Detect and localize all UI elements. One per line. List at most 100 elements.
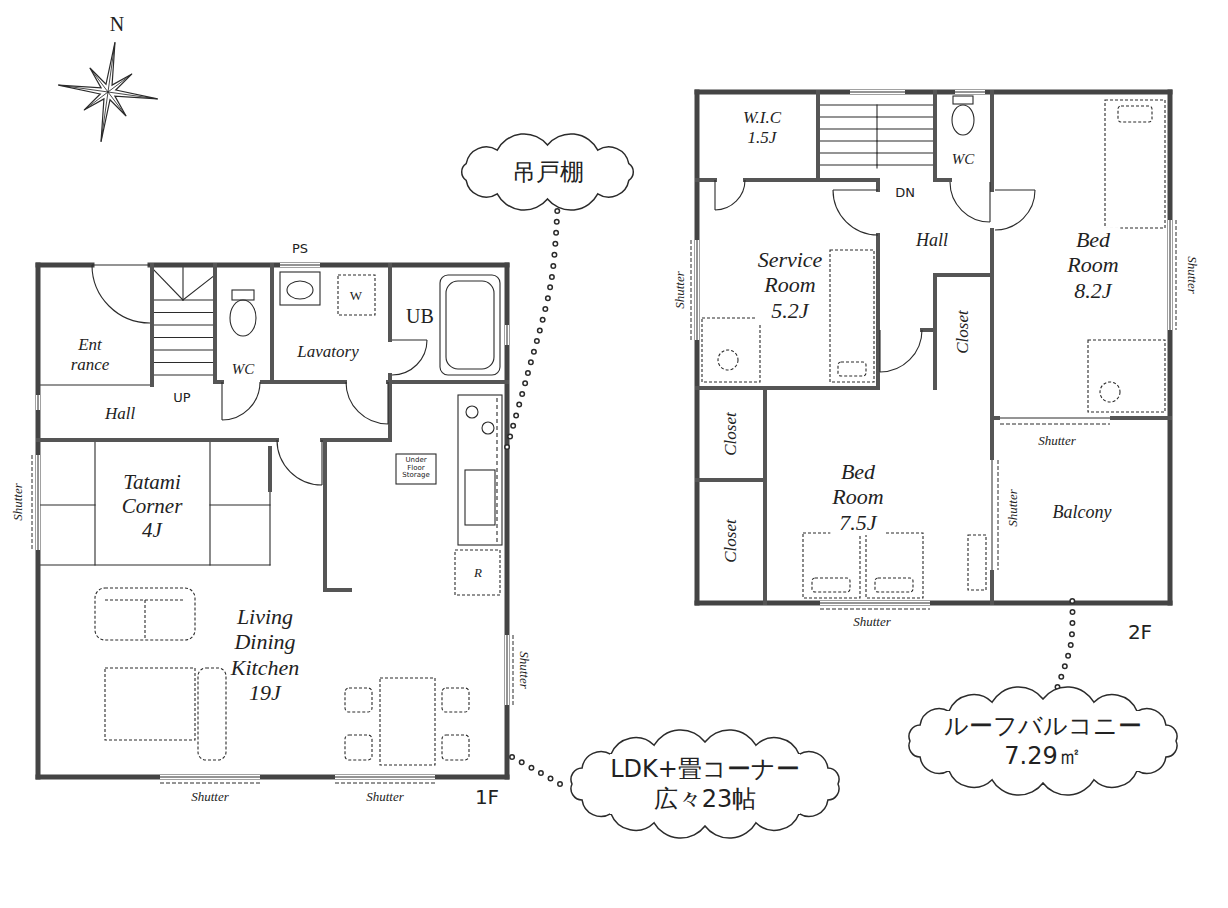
inner-wall (388, 265, 392, 340)
door-swing (880, 330, 922, 372)
window-opening (160, 775, 260, 779)
plan-label: Shutter (673, 270, 687, 310)
furniture-outline (455, 550, 500, 595)
window-glass (955, 92, 985, 93)
shutter-line (691, 240, 692, 340)
room-name: Closet (721, 410, 741, 457)
room-name: Bed Room 7.5J (830, 459, 885, 535)
inner-wall (38, 438, 277, 442)
fixture-round (466, 406, 478, 418)
room-area: Tatami Corner 4J (40, 442, 268, 563)
outer-wall (505, 265, 510, 777)
fixture (446, 281, 494, 369)
plan-label: Shutter (365, 790, 405, 804)
window-glass (160, 777, 260, 778)
fixture (440, 275, 500, 375)
callout-text: ルーフバルコニー 7.29㎡ (944, 711, 1142, 771)
inner-wall (322, 438, 390, 442)
room-name: Ent rance (69, 335, 112, 374)
inner-wall (876, 180, 880, 190)
leader-dots (505, 753, 560, 784)
stair-line (269, 490, 270, 565)
plan-label: Shutter (1037, 434, 1077, 448)
outer-wall (695, 92, 700, 603)
room-name: Tatami Corner 4J (120, 470, 185, 542)
furniture-outline (838, 362, 866, 376)
plan-label: Shutter (1006, 488, 1020, 528)
furniture-outline (442, 688, 469, 712)
inner-wall (268, 448, 272, 490)
furniture-outline (338, 275, 375, 315)
shutter-line (160, 783, 260, 784)
fixture-round (230, 300, 256, 336)
compass-ray (84, 68, 131, 115)
window-glass (38, 455, 39, 550)
inner-wall (262, 380, 345, 384)
window-glass (1000, 418, 1110, 419)
cloud-path (571, 730, 839, 838)
stair-line (152, 268, 183, 300)
stair-line (38, 384, 152, 385)
shutter-line (820, 609, 930, 610)
wall-cabinet-line (496, 398, 497, 542)
inner-wall (745, 178, 818, 182)
stair-line (877, 116, 935, 117)
window-opening (505, 635, 509, 705)
shutter-line (1000, 424, 1110, 425)
door-swing (222, 382, 260, 420)
leader-dot-ring (505, 211, 557, 454)
callout-cloud: ルーフバルコニー 7.29㎡ (898, 687, 1188, 795)
fixture-round (287, 281, 313, 299)
stair-line (820, 116, 877, 117)
inner-wall (213, 265, 217, 382)
door-swing (995, 190, 1035, 230)
fixture-round (952, 105, 974, 135)
inner-wall (818, 178, 878, 182)
furniture-outline (875, 578, 913, 592)
plan-label: UP (172, 391, 191, 405)
stair-line (877, 140, 935, 141)
window-opening (850, 90, 905, 94)
furniture-outline (442, 735, 469, 760)
room-name: Closet (953, 308, 973, 355)
fixture (465, 470, 495, 525)
room-area: Bed Room 8.2J (994, 94, 1168, 416)
furniture-outline (105, 668, 195, 740)
furniture-outline (198, 668, 226, 760)
furniture-outline (345, 688, 372, 712)
window-glass (850, 92, 905, 93)
window-opening (505, 325, 509, 345)
plan-label: N (109, 13, 125, 35)
callout-cloud: 吊戸棚 (450, 133, 645, 211)
window-opening (36, 455, 40, 550)
window-opening (1168, 220, 1172, 330)
inner-wall (150, 265, 154, 385)
furniture-outline (830, 250, 874, 382)
window-opening (335, 775, 435, 779)
room-name: Hall (914, 230, 950, 251)
stair-line (38, 504, 95, 505)
door-swing (715, 180, 745, 210)
window-glass (507, 325, 508, 345)
room-name: Closet (721, 517, 741, 564)
stair-line (209, 442, 210, 565)
fixture (953, 96, 973, 104)
window-opening (820, 601, 930, 605)
stair-line (152, 349, 215, 350)
door-swing (346, 382, 388, 424)
stair-line (210, 504, 270, 505)
inner-wall (933, 92, 937, 180)
outer-wall (38, 263, 92, 268)
inner-wall (933, 275, 937, 388)
shutter-line (32, 455, 33, 550)
stair-line (876, 105, 877, 168)
stair-line (152, 337, 215, 338)
room-area: Closet (937, 277, 990, 386)
door-swing (92, 265, 150, 323)
sofa-line (144, 600, 145, 640)
fixture (458, 395, 502, 545)
stair-line (877, 128, 935, 129)
room-area: Closet (699, 482, 763, 601)
